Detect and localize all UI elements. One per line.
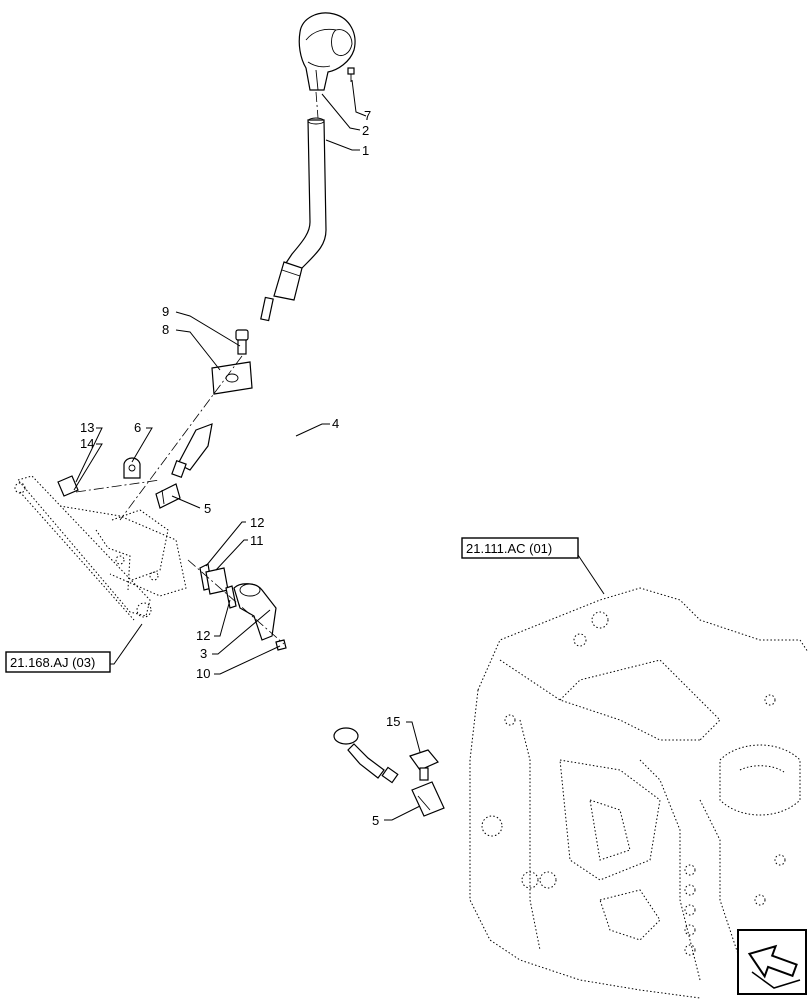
callout-10: 10	[196, 666, 210, 681]
shift-cable	[171, 398, 399, 784]
callout-5-lower: 5	[372, 813, 379, 828]
callout-14: 14	[80, 436, 94, 451]
cotter-10	[275, 639, 287, 651]
clip-15	[409, 749, 439, 781]
bolt-9	[235, 329, 249, 355]
axis-pin	[187, 559, 285, 645]
transmission-housing	[469, 587, 809, 999]
mounting-bracket	[14, 475, 187, 621]
callout-2: 2	[362, 123, 369, 138]
clip-5-lower	[411, 781, 445, 817]
shift-lever	[260, 117, 327, 322]
callout-5-upper: 5	[204, 501, 211, 516]
callout-6: 6	[134, 420, 141, 435]
screw-7	[347, 67, 355, 82]
callout-11: 11	[250, 533, 264, 548]
callout-13: 13	[80, 420, 94, 435]
axis-bracket	[119, 355, 243, 521]
bushing-11	[205, 567, 229, 595]
clip-6	[123, 457, 141, 479]
svg-text:21.111.AC (01): 21.111.AC (01)	[466, 541, 552, 556]
callout-7: 7	[364, 108, 371, 123]
shift-knob	[298, 12, 356, 91]
svg-text:21.168.AJ (03): 21.168.AJ (03)	[10, 655, 95, 670]
leader-lines	[73, 79, 605, 821]
reference-bracket[interactable]: 21.168.AJ (03)	[5, 651, 111, 673]
callout-12-lower: 12	[196, 628, 210, 643]
callout-9: 9	[162, 304, 169, 319]
callout-1: 1	[362, 143, 369, 158]
next-page-arrow-icon[interactable]	[737, 929, 807, 995]
reference-transmission[interactable]: 21.111.AC (01)	[461, 537, 579, 559]
callout-12-upper: 12	[250, 515, 264, 530]
plate-8	[211, 361, 253, 395]
callout-8: 8	[162, 322, 169, 337]
cap-13-14	[57, 475, 79, 497]
axis-cap	[75, 479, 161, 493]
callout-3: 3	[200, 646, 207, 661]
clip-5-upper	[155, 483, 181, 509]
pin-3	[233, 583, 277, 641]
callout-4: 4	[332, 416, 339, 431]
callout-15: 15	[386, 714, 400, 729]
axis-knob	[315, 91, 319, 119]
washer-12-lower	[225, 585, 237, 609]
